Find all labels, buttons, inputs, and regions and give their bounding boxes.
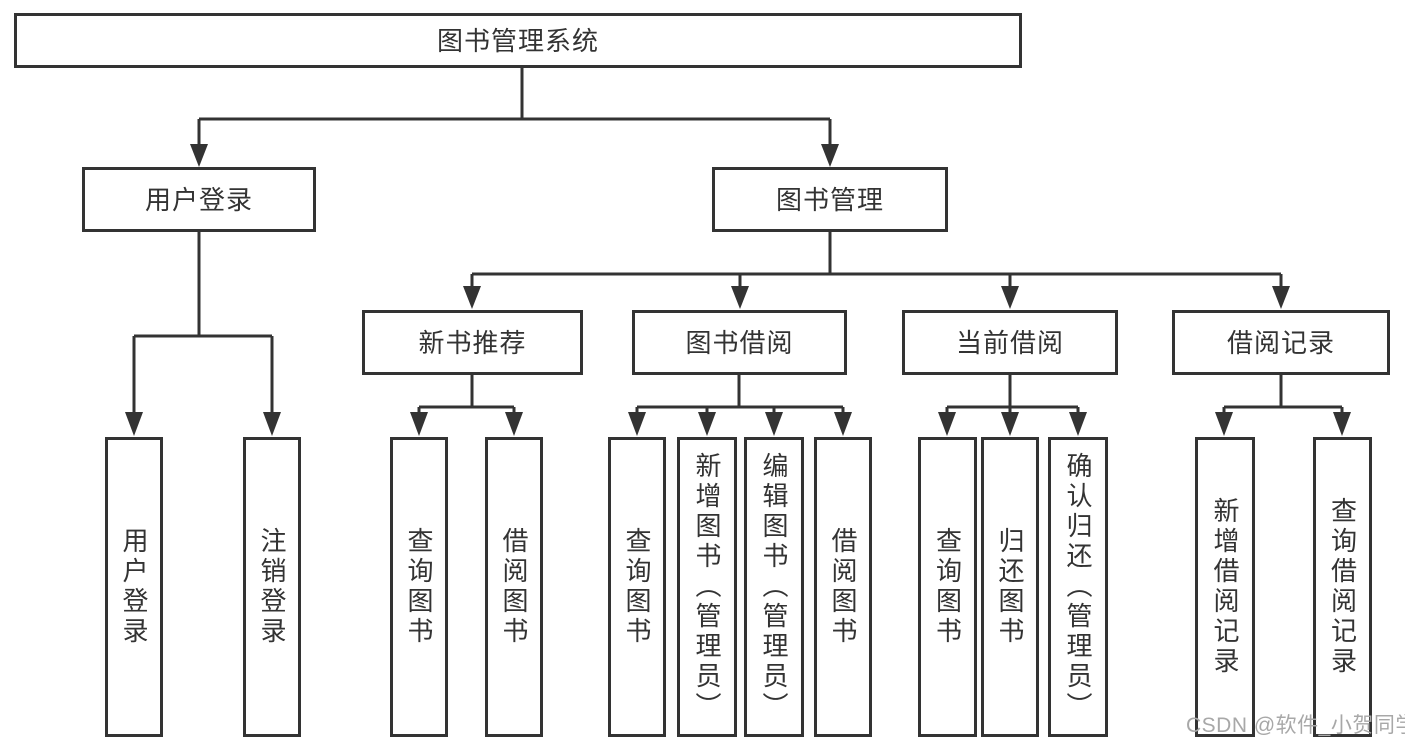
node-label: 新书推荐 (418, 327, 527, 358)
node-label: 用户登录 (119, 527, 149, 647)
node-user-login: 用户登录 (82, 167, 316, 232)
node-label: 当前借阅 (955, 327, 1064, 358)
node-borrow-records: 借阅记录 (1172, 310, 1390, 375)
leaf-query-books-current: 查询图书 (918, 437, 977, 737)
leaf-return-book: 归还图书 (981, 437, 1039, 737)
node-new-book-recommend: 新书推荐 (362, 310, 583, 375)
node-label: 归还图书 (995, 527, 1025, 647)
leaf-borrow-books: 借阅图书 (814, 437, 872, 737)
node-label: 注销登录 (257, 527, 287, 647)
csdn-watermark: CSDN @软件_小贺同学 (1186, 714, 1405, 737)
leaf-add-book-admin: 新增图书（管理员） (677, 437, 737, 737)
leaf-logout: 注销登录 (243, 437, 301, 737)
leaf-borrow-books-recommend: 借阅图书 (485, 437, 543, 737)
node-label: 图书借阅 (685, 327, 794, 358)
node-label: 图书管理系统 (436, 25, 599, 56)
leaf-user-login: 用户登录 (105, 437, 163, 737)
node-label: 确认归还（管理员） (1063, 452, 1093, 722)
node-label: 查询图书 (932, 527, 963, 647)
leaf-query-books-recommend: 查询图书 (390, 437, 448, 737)
node-library-management-system: 图书管理系统 (14, 13, 1022, 68)
leaf-confirm-return-admin: 确认归还（管理员） (1048, 437, 1108, 737)
node-label: 借阅记录 (1226, 327, 1335, 358)
leaf-query-borrow-record: 查询借阅记录 (1313, 437, 1372, 737)
node-label: 编辑图书（管理员） (759, 452, 789, 722)
node-label: 借阅图书 (499, 527, 529, 647)
node-label: 查询图书 (622, 527, 652, 647)
node-book-management: 图书管理 (712, 167, 948, 232)
node-label: 查询借阅记录 (1327, 497, 1358, 677)
node-label: 查询图书 (404, 527, 434, 647)
leaf-query-books-borrow: 查询图书 (608, 437, 666, 737)
node-label: 新增图书（管理员） (692, 452, 722, 722)
leaf-edit-book-admin: 编辑图书（管理员） (744, 437, 804, 737)
node-label: 借阅图书 (828, 527, 858, 647)
node-label: 新增借阅记录 (1210, 497, 1240, 677)
node-label: 用户登录 (144, 184, 253, 215)
leaf-add-borrow-record: 新增借阅记录 (1195, 437, 1255, 737)
node-book-borrow: 图书借阅 (632, 310, 847, 375)
node-current-borrow: 当前借阅 (902, 310, 1118, 375)
node-label: 图书管理 (775, 184, 884, 215)
